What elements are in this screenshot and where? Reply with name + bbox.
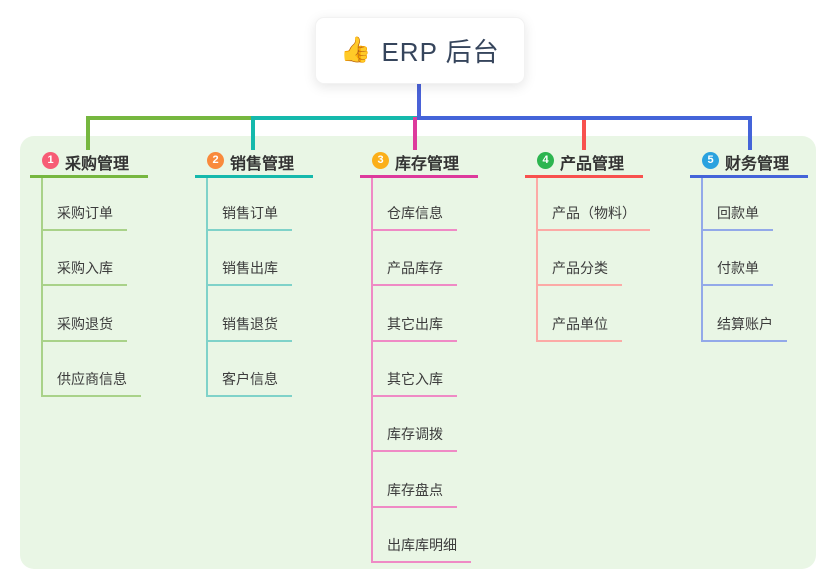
branch-index-badge: 3 xyxy=(372,152,389,169)
child-connector-line xyxy=(536,178,538,340)
child-node[interactable]: 销售订单 xyxy=(206,204,292,231)
branch-node-3[interactable]: 库存管理 xyxy=(395,156,460,173)
branch-node-2[interactable]: 销售管理 xyxy=(230,156,295,173)
child-node[interactable]: 产品库存 xyxy=(371,259,457,286)
root-node-label: ERP 后台 xyxy=(381,37,500,67)
child-node[interactable]: 库存调拨 xyxy=(371,425,457,452)
child-connector-line xyxy=(41,178,43,395)
child-node[interactable]: 客户信息 xyxy=(206,370,292,397)
root-node[interactable]: 👍 ERP 后台 xyxy=(315,17,525,84)
child-node[interactable]: 供应商信息 xyxy=(41,370,141,397)
branch-underline xyxy=(690,175,808,178)
child-node[interactable]: 其它出库 xyxy=(371,315,457,342)
branch-node-5[interactable]: 财务管理 xyxy=(725,156,790,173)
branch-index-badge: 5 xyxy=(702,152,719,169)
child-node[interactable]: 出库库明细 xyxy=(371,536,471,563)
child-node[interactable]: 销售出库 xyxy=(206,259,292,286)
child-node[interactable]: 销售退货 xyxy=(206,315,292,342)
child-connector-line xyxy=(206,178,208,395)
branch-index-badge: 2 xyxy=(207,152,224,169)
child-node[interactable]: 产品分类 xyxy=(536,259,622,286)
branch-index-badge: 4 xyxy=(537,152,554,169)
child-connector-line xyxy=(371,178,373,561)
child-node[interactable]: 产品单位 xyxy=(536,315,622,342)
child-node[interactable]: 采购退货 xyxy=(41,315,127,342)
child-node[interactable]: 回款单 xyxy=(701,204,773,231)
thumbs-up-icon: 👍 xyxy=(340,36,372,64)
branch-underline xyxy=(195,175,313,178)
branch-underline xyxy=(525,175,643,178)
branch-node-1[interactable]: 采购管理 xyxy=(65,156,130,173)
child-node[interactable]: 付款单 xyxy=(701,259,773,286)
branch-underline xyxy=(30,175,148,178)
child-node[interactable]: 结算账户 xyxy=(701,315,787,342)
child-node[interactable]: 其它入库 xyxy=(371,370,457,397)
branch-index-badge: 1 xyxy=(42,152,59,169)
child-node[interactable]: 产品（物料） xyxy=(536,204,650,231)
child-node[interactable]: 库存盘点 xyxy=(371,481,457,508)
branch-node-4[interactable]: 产品管理 xyxy=(560,156,625,173)
child-connector-line xyxy=(701,178,703,340)
child-node[interactable]: 采购订单 xyxy=(41,204,127,231)
child-node[interactable]: 采购入库 xyxy=(41,259,127,286)
branches-panel xyxy=(20,136,816,569)
branch-underline xyxy=(360,175,478,178)
child-node[interactable]: 仓库信息 xyxy=(371,204,457,231)
